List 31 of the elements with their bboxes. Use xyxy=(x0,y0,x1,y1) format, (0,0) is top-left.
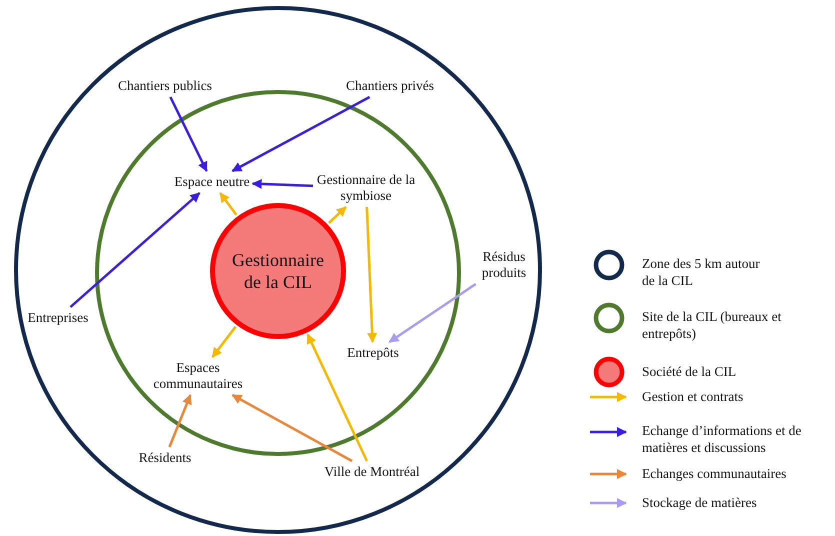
legend-text: Gestion et contrats xyxy=(642,388,744,405)
node-label: Chantiers privés xyxy=(346,78,434,94)
arrow xyxy=(366,206,378,343)
arrow xyxy=(232,96,370,172)
arrow xyxy=(306,334,368,462)
node-label: Entreprises xyxy=(28,310,88,326)
legend-text: Société de la CIL xyxy=(642,363,738,380)
node-label: Espaces communautaires xyxy=(138,360,258,392)
arrow xyxy=(168,394,192,448)
arrow xyxy=(70,192,200,308)
legend-text: Echange d’informations et de matières et discussions xyxy=(642,422,802,456)
company-circle: Gestionnaire de la CIL xyxy=(210,203,346,339)
node-label: Résidus produits xyxy=(474,249,534,281)
arrow xyxy=(328,206,347,224)
arrow xyxy=(211,326,237,358)
legend-text: Echanges communautaires xyxy=(642,465,788,482)
node-label: Espace neutre xyxy=(174,174,250,190)
zone-ring xyxy=(14,6,542,534)
node-label: Résidents xyxy=(138,450,192,466)
legend-text: Zone des 5 km autour de la CIL xyxy=(642,255,761,289)
arrow xyxy=(232,394,353,462)
legend-text: Stockage de matières xyxy=(642,494,758,511)
legend-text: Site de la CIL (bureaux et entrepôts) xyxy=(642,308,782,342)
arrow xyxy=(388,282,476,344)
arrow xyxy=(169,96,208,172)
node-label: Gestionnaire de la symbiose xyxy=(316,172,416,204)
node-label: Ville de Montréal xyxy=(324,464,420,480)
arrow xyxy=(252,178,314,189)
arrow xyxy=(219,192,238,216)
node-label: Entrepôts xyxy=(347,345,399,361)
node-label: Chantiers publics xyxy=(118,78,212,94)
